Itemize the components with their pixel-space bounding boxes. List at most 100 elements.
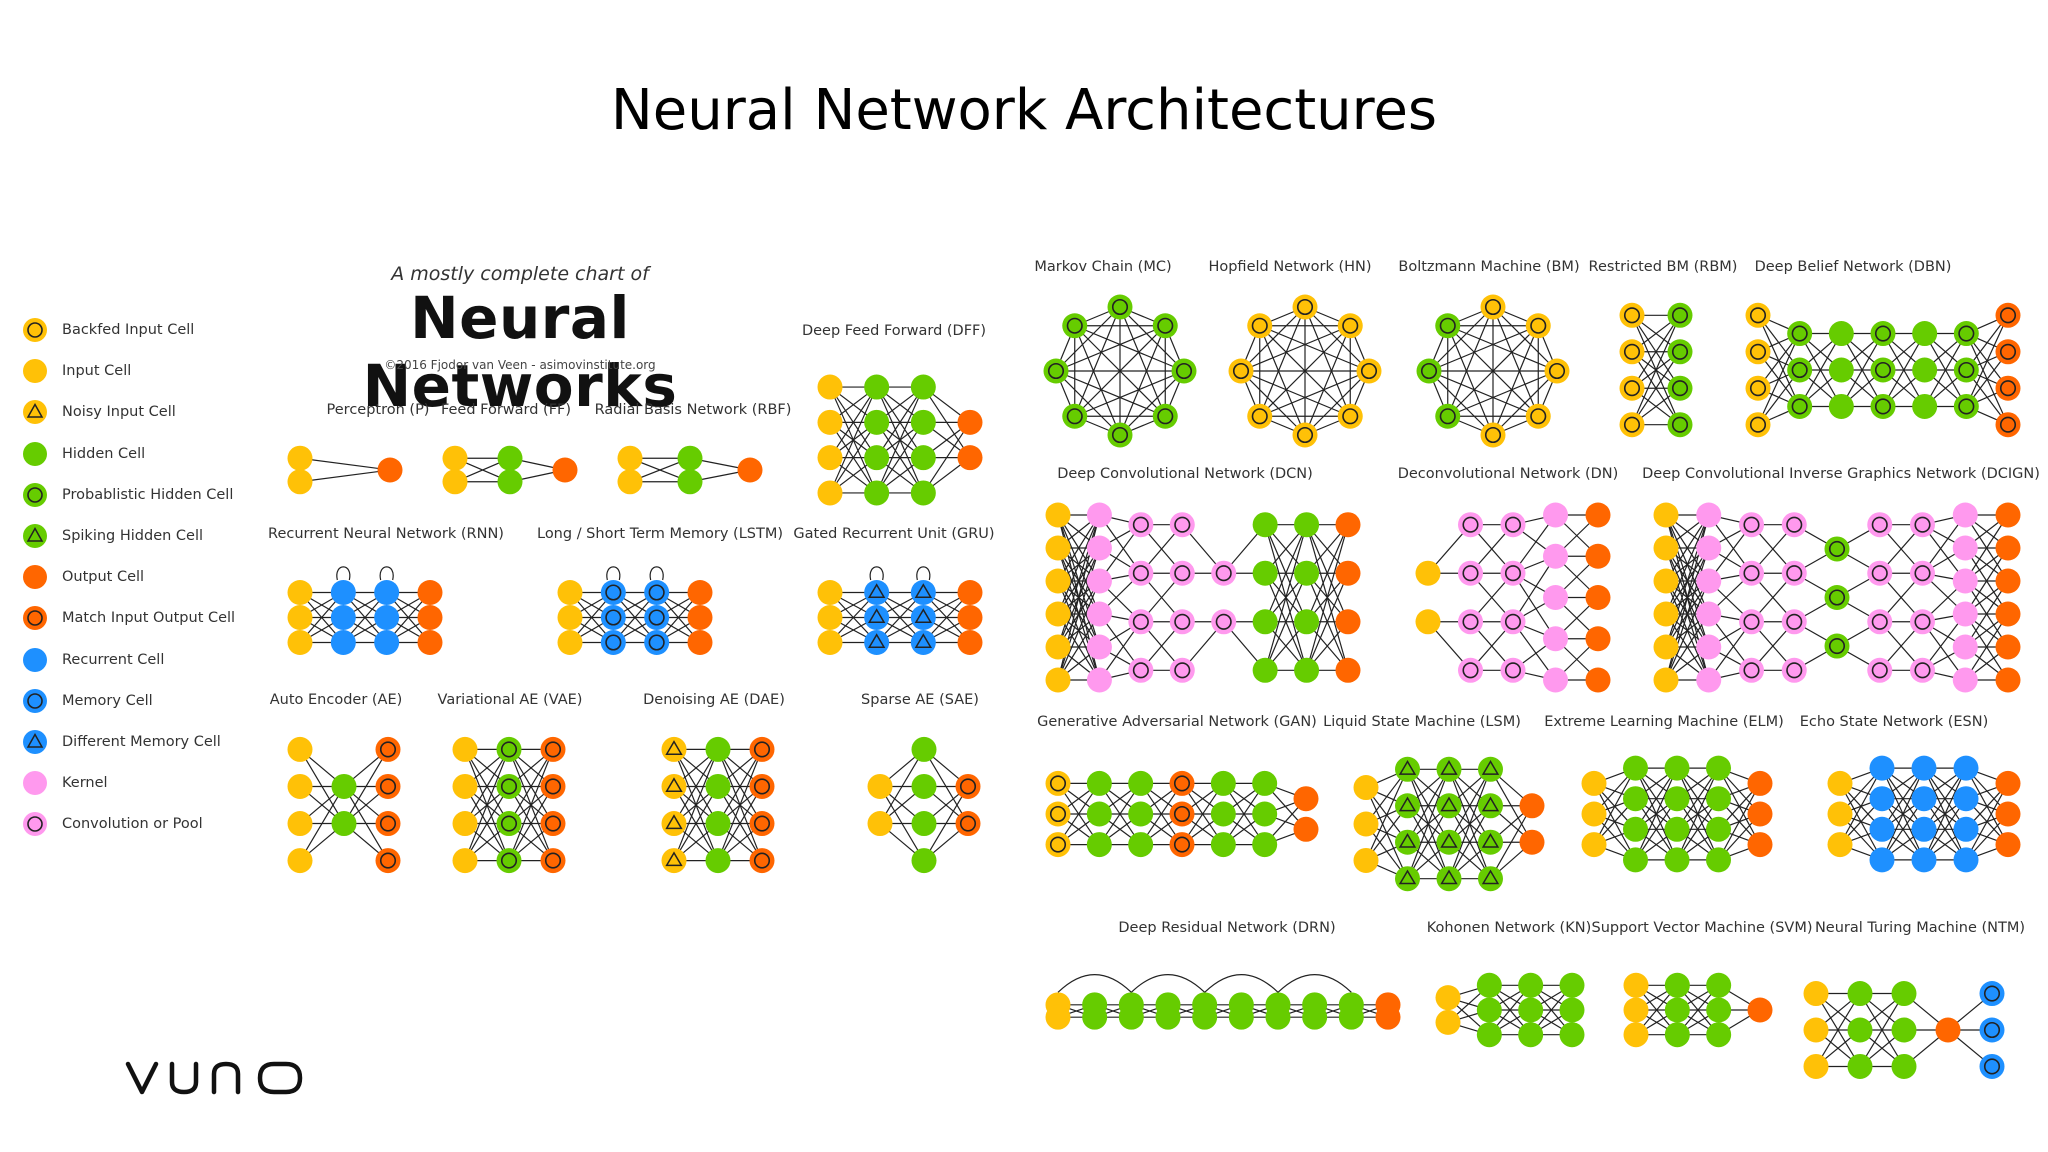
cell-rbf-1-1 (677, 469, 703, 495)
cell-dcign-7-5 (1952, 667, 1978, 693)
network-rbf (617, 445, 763, 495)
cell-elm-2-3 (1664, 847, 1690, 873)
cell-ae-0-1 (287, 773, 313, 799)
cell-dbn-1-0 (1787, 321, 1813, 347)
cell-dcign-2-1 (1739, 560, 1764, 586)
legend-label: Match Input Output Cell (62, 610, 236, 627)
cell-elm-3-0 (1706, 755, 1731, 781)
cell-dn-0-1 (1415, 609, 1441, 635)
network-ntm (1803, 981, 2005, 1079)
cell-kn-3-1 (1559, 997, 1585, 1023)
cell-dbn-2-0 (1828, 321, 1854, 347)
cell-elm-2-1 (1664, 786, 1690, 812)
cell-drn-2-1 (1118, 1004, 1144, 1030)
cell-elm-4-1 (1747, 801, 1773, 827)
network-dn (1415, 502, 1611, 693)
legend-label: Input Cell (62, 363, 132, 380)
cell-hn-0 (1292, 294, 1318, 320)
cell-dae-1-1 (705, 773, 731, 799)
legend-item: Backfed Input Cell (22, 316, 194, 344)
page-title: Neural Network Architectures (610, 78, 1438, 143)
legend-item: Noisy Input Cell (22, 398, 176, 426)
cell-dcign-0-5 (1653, 667, 1679, 693)
cell-ntm-2-0 (1891, 981, 1917, 1007)
cell-drn-0-1 (1045, 1004, 1071, 1030)
cell-gan-6-0 (1293, 786, 1319, 812)
legend-swatch (23, 812, 47, 837)
cell-p-1-0 (377, 457, 403, 483)
cell-dcign-4-0 (1824, 536, 1850, 562)
cell-lstm-0-1 (557, 605, 583, 630)
cell-esn-2-3 (1911, 847, 1937, 873)
cell-dn-4-2 (1585, 585, 1611, 610)
cell-lstm-0-2 (557, 630, 583, 655)
network-dbn (1745, 302, 2021, 438)
cell-dbn-6-1 (1995, 339, 2021, 365)
cell-drn-9-1 (1375, 1004, 1401, 1030)
cell-dff-0-0 (817, 374, 843, 400)
network-ae (287, 736, 401, 874)
cell-esn-2-0 (1911, 755, 1937, 781)
cell-dn-2-0 (1500, 512, 1526, 538)
cell-dn-4-0 (1585, 502, 1611, 528)
cell-ntm-0-1 (1803, 1017, 1829, 1043)
cell-elm-4-0 (1747, 770, 1773, 796)
legend-item: Different Memory Cell (22, 728, 221, 756)
cell-bm-5 (1435, 403, 1461, 429)
cell-rbm-0-0 (1619, 302, 1645, 328)
cell-sae-1-0 (911, 736, 937, 762)
legend-label: Convolution or Pool (62, 816, 203, 833)
cell-dcign-8-4 (1995, 634, 2021, 660)
cell-drn-4-1 (1192, 1004, 1218, 1030)
cell-rnn-3-1 (417, 605, 443, 630)
cell-ae-0-3 (287, 848, 313, 874)
cell-esn-0-0 (1827, 770, 1853, 796)
cell-hn-1 (1337, 313, 1363, 339)
cell-sae-1-1 (911, 773, 937, 799)
cell-dcn-0-2 (1045, 568, 1071, 594)
network-label-lsm: Liquid State Machine (LSM) (1323, 714, 1521, 730)
cell-dn-2-1 (1500, 560, 1526, 586)
cell-dcign-1-3 (1696, 601, 1722, 627)
cell-rnn-1-2 (330, 630, 356, 655)
cell-svm-1-0 (1664, 972, 1690, 998)
legend-swatch (23, 771, 47, 796)
cell-lsm-3-3 (1478, 866, 1503, 892)
cell-gan-4-0 (1210, 770, 1236, 796)
cell-kn-1-2 (1476, 1022, 1502, 1048)
cell-dae-1-2 (705, 811, 731, 837)
cell-dn-3-4 (1543, 667, 1568, 693)
cell-dcign-0-2 (1653, 568, 1679, 594)
network-label-rnn: Recurrent Neural Network (RNN) (268, 526, 504, 542)
cell-dn-1-2 (1458, 609, 1483, 635)
cell-dcn-1-4 (1086, 634, 1112, 660)
cell-dff-1-3 (864, 480, 890, 506)
cell-dcn-1-0 (1086, 502, 1112, 528)
cell-ff-0-0 (442, 445, 468, 471)
cell-gru-1-1 (864, 605, 890, 630)
cell-ntm-4-1 (1979, 1017, 2005, 1043)
cell-dcn-7-1 (1335, 560, 1361, 586)
cell-vae-2-0 (540, 736, 566, 762)
legend-item: Spiking Hidden Cell (22, 522, 203, 550)
cell-dcign-0-4 (1653, 634, 1679, 660)
cell-kn-1-0 (1476, 972, 1502, 998)
network-label-esn: Echo State Network (ESN) (1799, 714, 1989, 730)
chart-subtitle: A mostly complete chart of (391, 263, 649, 285)
cell-dcign-4-1 (1824, 585, 1850, 610)
cell-bm-0 (1480, 294, 1506, 320)
cell-dcign-3-2 (1781, 609, 1807, 635)
network-hn (1228, 294, 1382, 448)
chart-credit: ©2016 Fjodor van Veen - asimovinstitute.… (384, 358, 656, 372)
cell-lstm-2-2 (644, 630, 670, 655)
cell-rnn-1-1 (330, 605, 356, 630)
cell-lstm-1-2 (600, 630, 626, 655)
cell-rbm-1-3 (1667, 412, 1693, 438)
cell-dcign-8-3 (1995, 601, 2021, 627)
cell-rnn-0-0 (287, 580, 313, 605)
cell-kn-1-1 (1476, 997, 1502, 1023)
cell-gru-2-0 (910, 580, 936, 605)
cell-gan-0-1 (1045, 801, 1071, 827)
network-label-mc: Markov Chain (MC) (1034, 259, 1172, 275)
cell-vae-1-2 (496, 811, 522, 837)
